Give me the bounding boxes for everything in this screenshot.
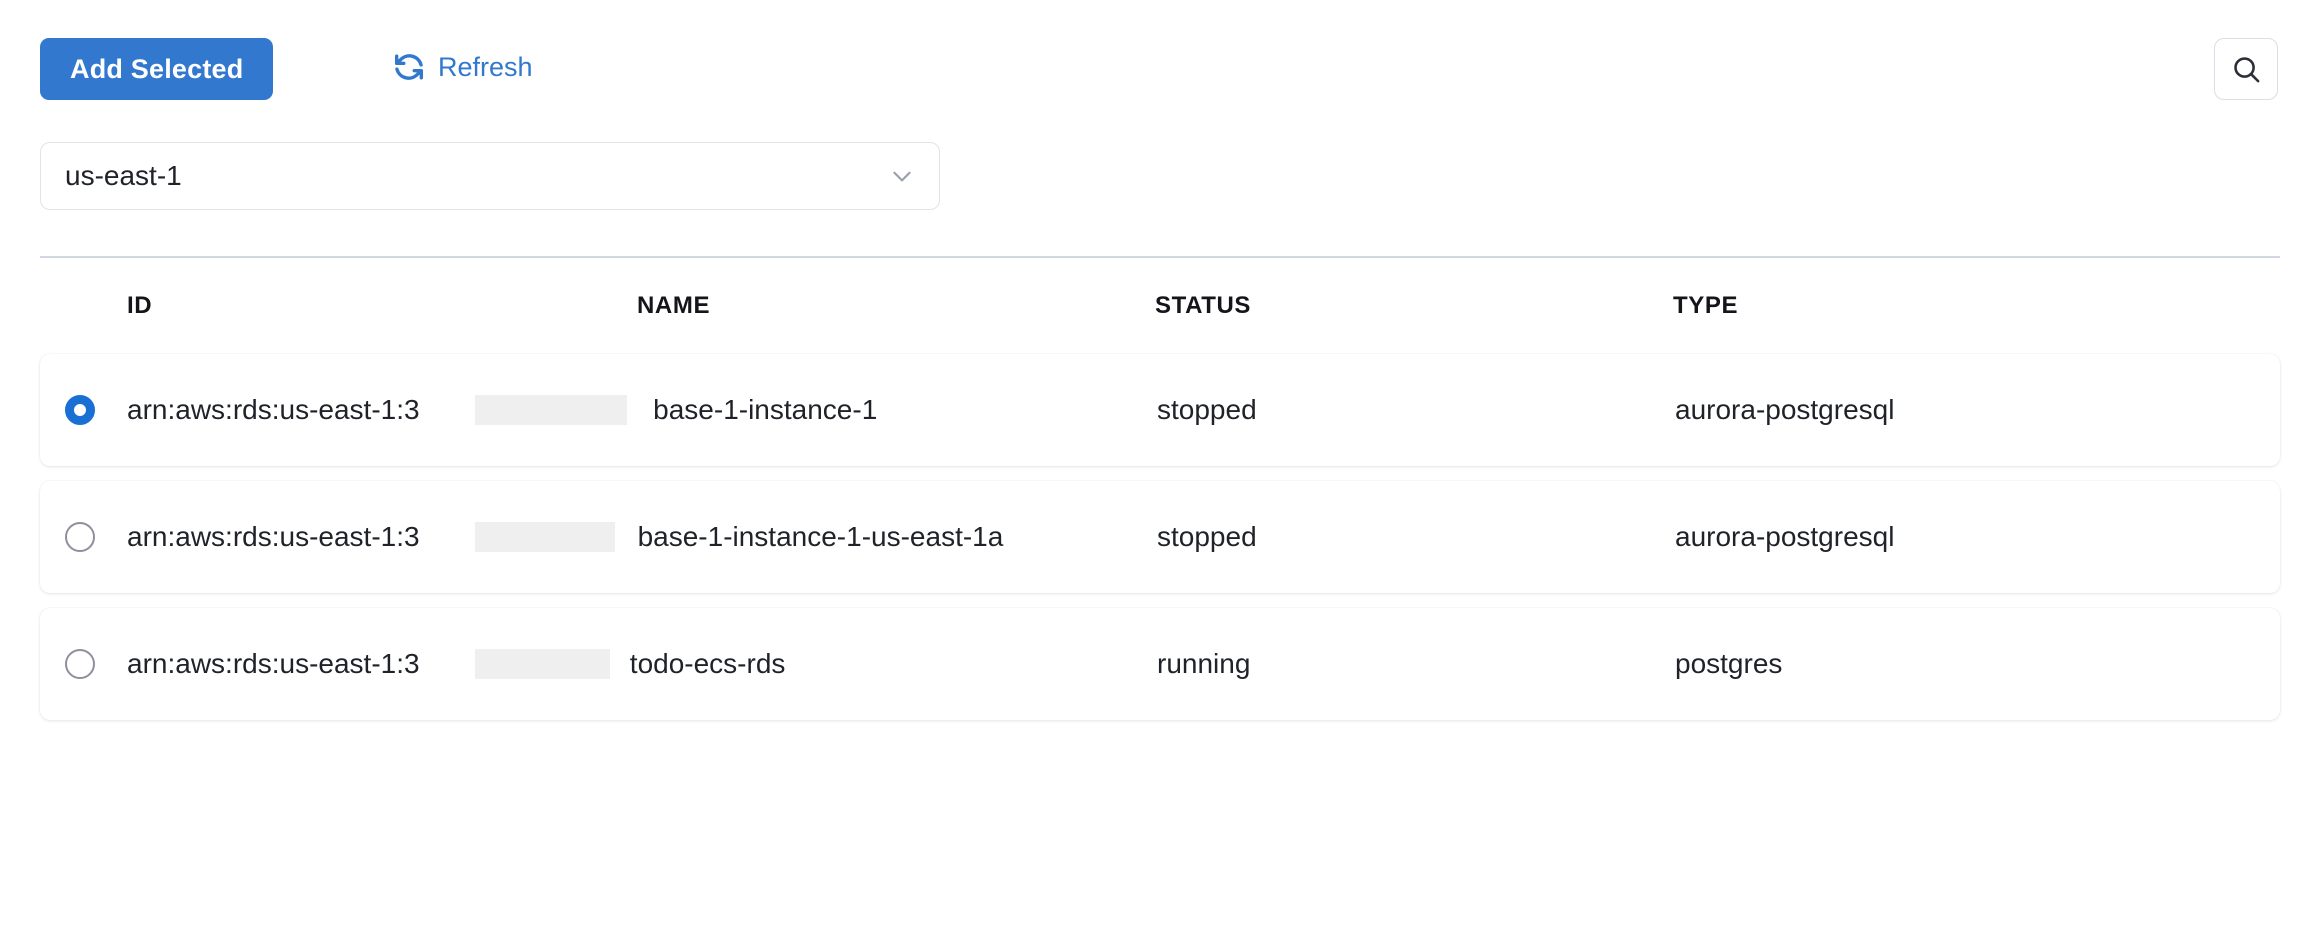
cell-id: arn:aws:rds:us-east-1:3 todo-ecs-rds bbox=[127, 648, 1157, 680]
cell-id-text: arn:aws:rds:us-east-1:3 todo-ecs-rds bbox=[127, 648, 786, 679]
table-header-id: ID bbox=[127, 292, 153, 319]
table-header-row: ID NAME STATUS TYPE bbox=[40, 258, 2298, 354]
resources-table: ID NAME STATUS TYPE arn:aws:rds:us-east-… bbox=[0, 258, 2298, 720]
cell-type: aurora-postgresql bbox=[1675, 521, 1895, 552]
refresh-label: Refresh bbox=[438, 51, 533, 82]
refresh-button[interactable]: Refresh bbox=[392, 50, 533, 84]
cell-status: stopped bbox=[1157, 521, 1257, 552]
cell-id-text: arn:aws:rds:us-east-1:3 base-1-instance-… bbox=[127, 521, 1004, 552]
table-body: arn:aws:rds:us-east-1:3 base-1-instance-… bbox=[40, 354, 2298, 720]
cell-status: stopped bbox=[1157, 394, 1257, 425]
table-header-type: TYPE bbox=[1673, 292, 1739, 319]
table-header-name: NAME bbox=[637, 292, 711, 319]
search-button[interactable] bbox=[2214, 38, 2278, 100]
table-header-status: STATUS bbox=[1155, 292, 1252, 319]
refresh-icon bbox=[392, 50, 426, 84]
section-divider bbox=[40, 256, 2280, 258]
add-selected-button[interactable]: Add Selected bbox=[40, 38, 274, 100]
cell-status: running bbox=[1157, 648, 1251, 679]
region-filter: us-east-1 bbox=[0, 130, 2298, 220]
region-select[interactable]: us-east-1 bbox=[40, 142, 940, 210]
row-radio-button[interactable] bbox=[65, 649, 95, 679]
row-radio-button[interactable] bbox=[65, 395, 95, 425]
cell-type: aurora-postgresql bbox=[1675, 394, 1895, 425]
region-selected-value: us-east-1 bbox=[65, 160, 182, 191]
chevron-down-icon bbox=[889, 163, 915, 189]
toolbar: Add Selected Refresh bbox=[0, 0, 2298, 130]
cell-type: postgres bbox=[1675, 648, 1783, 679]
cell-id: arn:aws:rds:us-east-1:3 base-1-instance-… bbox=[127, 394, 1157, 426]
cell-id: arn:aws:rds:us-east-1:3 base-1-instance-… bbox=[127, 521, 1157, 553]
table-row[interactable]: arn:aws:rds:us-east-1:3 todo-ecs-rds runn… bbox=[40, 608, 2280, 720]
table-row[interactable]: arn:aws:rds:us-east-1:3 base-1-instance-… bbox=[40, 354, 2280, 466]
row-radio-button[interactable] bbox=[65, 522, 95, 552]
search-icon bbox=[2231, 54, 2262, 85]
cell-id-text: arn:aws:rds:us-east-1:3 base-1-instance-… bbox=[127, 394, 878, 425]
table-row[interactable]: arn:aws:rds:us-east-1:3 base-1-instance-… bbox=[40, 481, 2280, 593]
